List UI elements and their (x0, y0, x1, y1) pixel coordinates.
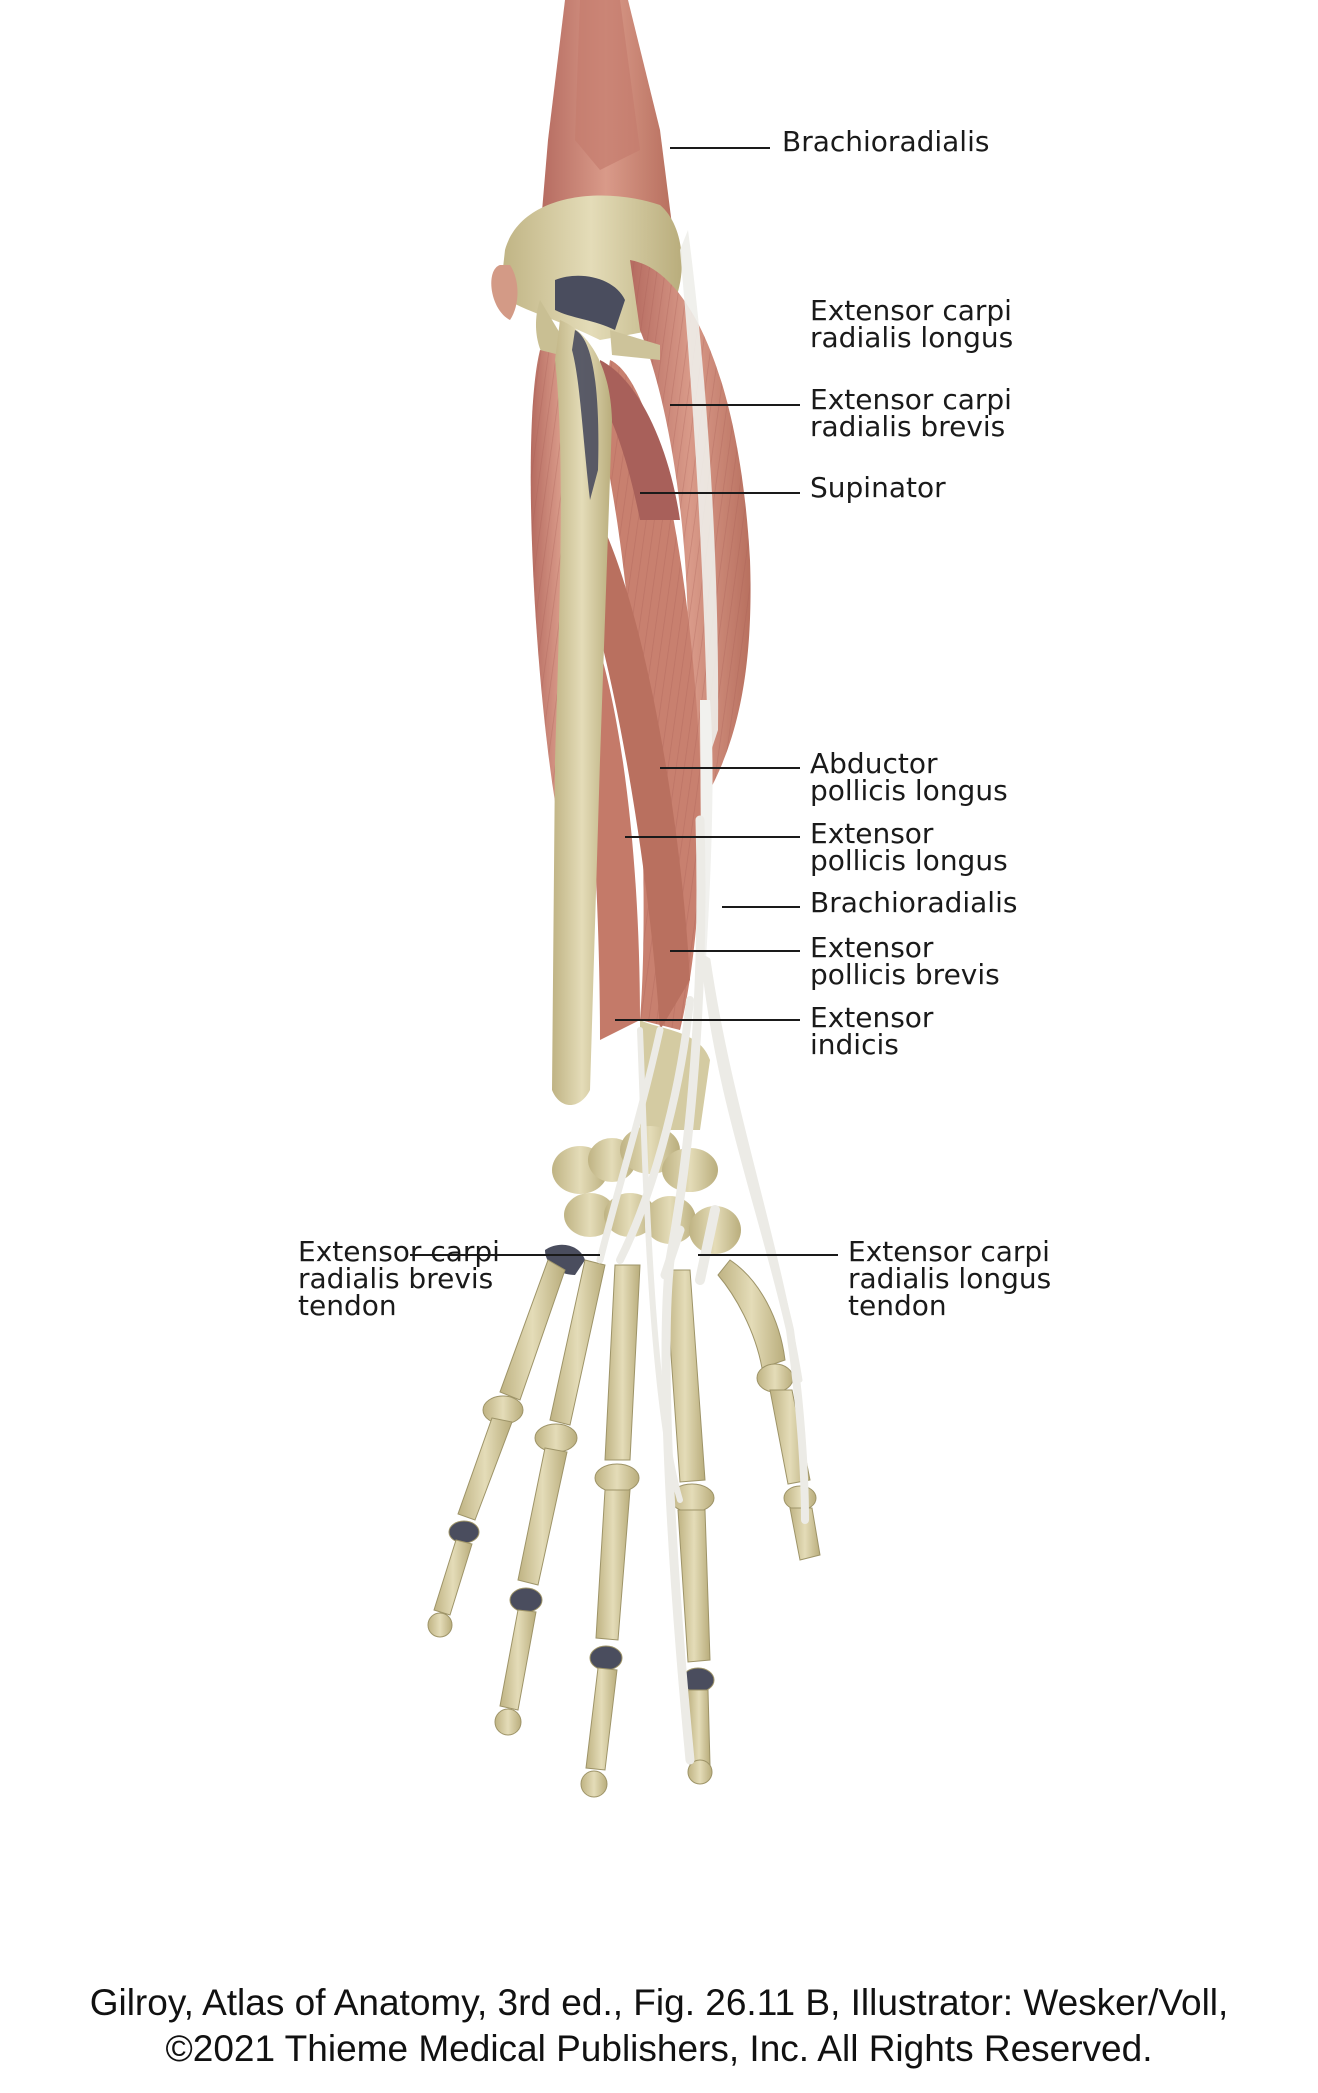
label-apl: Abductor pollicis longus (810, 747, 1008, 807)
upper-arm (540, 0, 672, 250)
leader-epl (625, 836, 800, 838)
leader-ecrl-tendon (698, 1254, 838, 1256)
leader-supinator (640, 492, 800, 494)
leader-ecrb (670, 404, 800, 406)
leader-apl (660, 767, 800, 769)
label-ecrl: Extensor carpi radialis longus (810, 294, 1014, 354)
label-brachioradialis-upper: Brachioradialis (782, 125, 990, 158)
label-epl: Extensor pollicis longus (810, 817, 1008, 877)
figure-credit-caption: Gilroy, Atlas of Anatomy, 3rd ed., Fig. … (0, 1980, 1318, 2072)
leader-brachioradialis-lower (722, 906, 800, 908)
label-ei: Extensor indicis (810, 1001, 934, 1061)
leader-epb (670, 950, 800, 952)
caption-line-1: Gilroy, Atlas of Anatomy, 3rd ed., Fig. … (89, 1982, 1229, 2023)
label-ecrl-tendon: Extensor carpi radialis longus tendon (848, 1235, 1052, 1322)
label-ecrb: Extensor carpi radialis brevis (810, 383, 1012, 443)
leader-ecrb-tendon (410, 1254, 600, 1256)
leader-brachioradialis-upper (670, 147, 770, 149)
forearm-hand-illustration (427, 0, 821, 1798)
label-epb: Extensor pollicis brevis (810, 931, 1000, 991)
label-brachioradialis-lower: Brachioradialis (810, 886, 1018, 919)
label-ecrb-tendon: Extensor carpi radialis brevis tendon (298, 1235, 500, 1322)
hand-bones (427, 1259, 821, 1798)
caption-line-2: ©2021 Thieme Medical Publishers, Inc. Al… (165, 2028, 1153, 2069)
label-supinator: Supinator (810, 471, 946, 504)
leader-ei (615, 1019, 800, 1021)
